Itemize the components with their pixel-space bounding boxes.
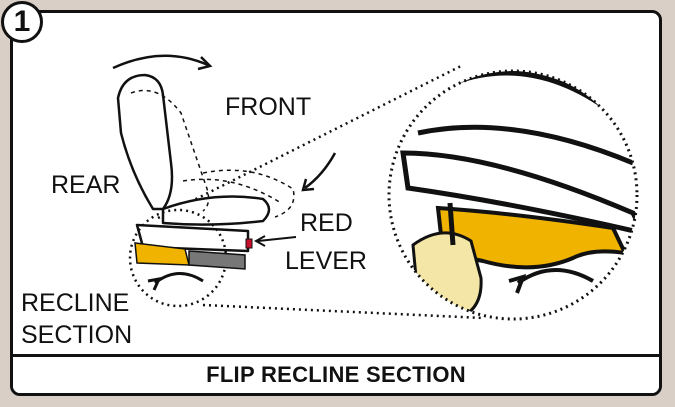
label-red-lever-line2: LEVER bbox=[285, 247, 367, 275]
instruction-panel: FRONT REAR RED LEVER RECLINE SECTION FLI… bbox=[10, 10, 662, 396]
front-arrow bbox=[304, 152, 337, 190]
label-front: FRONT bbox=[225, 93, 312, 121]
step-number: 1 bbox=[13, 5, 31, 38]
caption-bar: FLIP RECLINE SECTION bbox=[13, 354, 659, 393]
label-red-lever-line1: RED bbox=[300, 209, 353, 237]
caption-title: FLIP RECLINE SECTION bbox=[206, 362, 466, 387]
recline-section-large bbox=[435, 205, 629, 270]
rotate-arrow-large bbox=[516, 268, 594, 285]
red-lever-small bbox=[245, 238, 253, 249]
label-recline-line2: SECTION bbox=[21, 321, 133, 349]
label-rear: REAR bbox=[51, 171, 121, 199]
hand bbox=[411, 231, 483, 319]
car-seat bbox=[116, 73, 271, 253]
red-lever-pointer bbox=[257, 236, 297, 242]
rotate-arrow-small bbox=[154, 272, 204, 285]
step-number-badge: 1 bbox=[1, 1, 43, 43]
rotate-arrow-top bbox=[112, 54, 209, 70]
magnified-view-circle bbox=[387, 69, 639, 321]
diagram-illustration bbox=[112, 54, 639, 321]
label-recline-line1: RECLINE bbox=[21, 289, 130, 317]
